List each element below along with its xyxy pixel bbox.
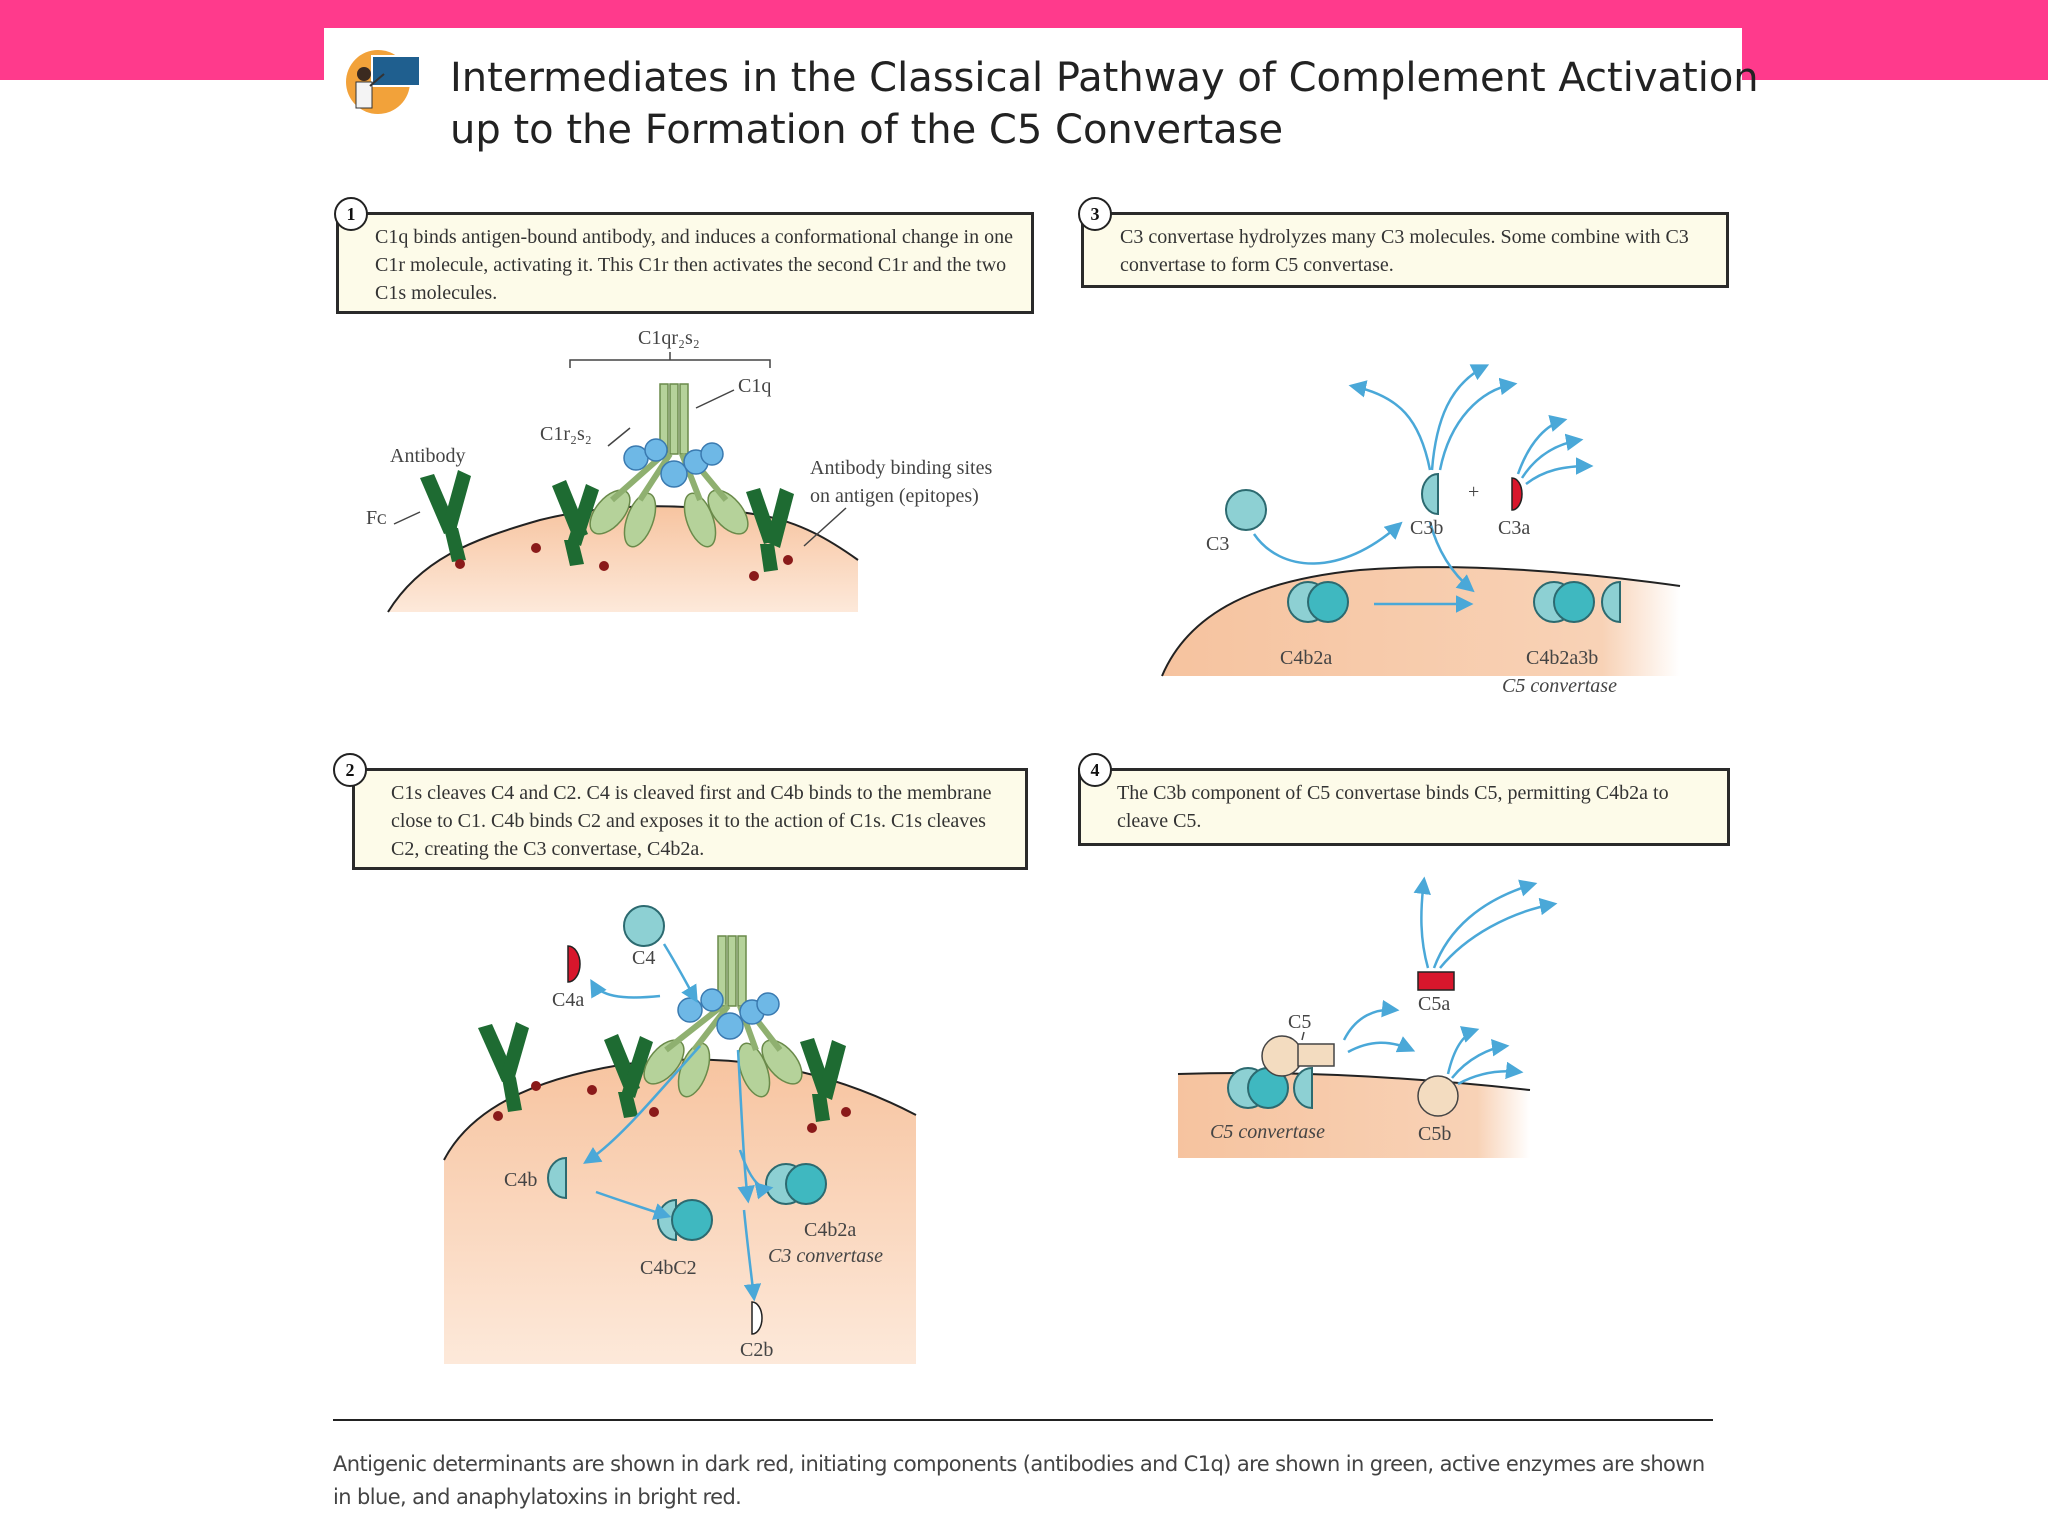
panel-1-text: C1q binds antigen-bound antibody, and in… <box>375 226 1013 304</box>
p1-c1r2s2-label: C1r₂s₂ <box>540 423 592 445</box>
p2-arrows <box>583 943 774 1302</box>
p2-c4a <box>567 945 581 983</box>
panel-2-box: C1s cleaves C4 and C2. C4 is cleaved fir… <box>352 768 1028 870</box>
p4-arrows <box>1342 876 1558 1086</box>
panel-4-text: The C3b component of C5 convertase binds… <box>1117 782 1669 832</box>
panel-3-box: C3 convertase hydrolyzes many C3 molecul… <box>1081 212 1729 288</box>
p2-antibody-left <box>478 1022 541 1121</box>
p2-c4bc2 <box>657 1198 713 1242</box>
p3-c5conv-label: C5 convertase <box>1502 675 1617 697</box>
p4-c5 <box>1261 1035 1335 1077</box>
p3-plus-label: + <box>1468 481 1479 503</box>
p3-arrows <box>1252 364 1594 613</box>
p4-c5conv-label: C5 convertase <box>1210 1121 1325 1143</box>
p2-c4b <box>547 1156 567 1200</box>
p2-c4 <box>623 905 665 947</box>
p2-c4b2a-label: C4b2a <box>804 1219 856 1241</box>
title-line-2: up to the Formation of the C5 Convertase <box>450 107 1284 153</box>
p1-antibody-right <box>746 488 794 581</box>
p1-antibody-left <box>420 470 471 569</box>
p2-c4bc2-label: C4bC2 <box>640 1257 697 1279</box>
p1-complex-label: C1qr₂s₂ <box>638 327 700 349</box>
p1-antibody-mid <box>531 480 609 571</box>
panel-3-text: C3 convertase hydrolyzes many C3 molecul… <box>1120 226 1689 276</box>
p3-c4b2a-label: C4b2a <box>1280 647 1332 669</box>
panel-1-box: C1q binds antigen-bound antibody, and in… <box>336 212 1034 314</box>
p1-bracket <box>569 352 771 368</box>
p1-c1r2s2 <box>623 438 724 488</box>
p3-c3-label: C3 <box>1206 533 1229 555</box>
title-line-1: Intermediates in the Classical Pathway o… <box>450 55 1759 101</box>
p3-c3b-label: C3b <box>1410 517 1443 539</box>
figure-caption: Antigenic determinants are shown in dark… <box>333 1452 1705 1509</box>
p4-c5-convertase <box>1227 1066 1313 1110</box>
p2-c1q <box>643 935 803 1098</box>
p3-c3b <box>1421 472 1439 516</box>
p2-c3conv-label: C3 convertase <box>768 1245 883 1267</box>
p2-c4b2a <box>765 1163 827 1205</box>
panel-1-illustration: C1qr₂s₂ C1q C1r₂s₂ Antibody Fᴄ Antibody … <box>366 327 992 613</box>
panel-2-number: 2 <box>333 753 367 787</box>
panel-4-number: 4 <box>1078 753 1112 787</box>
panel-3-number: 3 <box>1078 197 1112 231</box>
p2-c2b <box>751 1301 763 1335</box>
teacher-icon <box>346 50 421 114</box>
panel-3-illustration: C3 C3b + C3a C4b2a C4b2a3b C5 convertase <box>1161 364 1681 697</box>
p3-c4b2a <box>1287 581 1349 623</box>
panel-2-illustration: C4 C4a C4b C4bC2 C4b2a C3 convertase C2b <box>443 905 917 1364</box>
p3-membrane <box>1162 567 1680 676</box>
p3-c3a <box>1511 477 1523 511</box>
p2-antibody-mid <box>587 1034 659 1118</box>
p1-c1q-label: C1q <box>738 375 771 397</box>
p4-c5a <box>1417 971 1455 991</box>
panel-4-illustration: C5 C5a C5 convertase C5b <box>1177 876 1558 1158</box>
figure-title: Intermediates in the Classical Pathway o… <box>450 52 1759 156</box>
p3-c3 <box>1225 489 1267 531</box>
panel-4-box: The C3b component of C5 convertase binds… <box>1078 768 1730 846</box>
p2-c4b-label: C4b <box>504 1169 537 1191</box>
p2-c1r2s2 <box>677 988 780 1040</box>
p1-fc-label: Fᴄ <box>366 507 387 529</box>
p2-c4-label: C4 <box>632 947 655 969</box>
p2-c4a-label: C4a <box>552 989 584 1011</box>
p1-c1q <box>589 383 749 548</box>
p1-sites-label-2: on antigen (epitopes) <box>810 485 979 507</box>
p1-sites-label-1: Antibody binding sites <box>810 457 992 479</box>
p4-c5b <box>1417 1075 1459 1117</box>
panel-2-text: C1s cleaves C4 and C2. C4 is cleaved fir… <box>391 782 992 860</box>
panel-1-number: 1 <box>334 197 368 231</box>
p2-antibody-right <box>800 1038 851 1133</box>
p4-c5b-label: C5b <box>1418 1123 1451 1145</box>
p4-c5-label: C5 <box>1288 1011 1311 1033</box>
p1-antibody-label: Antibody <box>390 445 466 467</box>
p3-c3a-label: C3a <box>1498 517 1530 539</box>
p4-c5a-label: C5a <box>1418 993 1450 1015</box>
p3-c4b2a3b <box>1533 580 1621 624</box>
p2-c2b-label: C2b <box>740 1339 773 1361</box>
p3-c4b2a3b-label: C4b2a3b <box>1526 647 1598 669</box>
caption-divider <box>333 1419 1713 1421</box>
